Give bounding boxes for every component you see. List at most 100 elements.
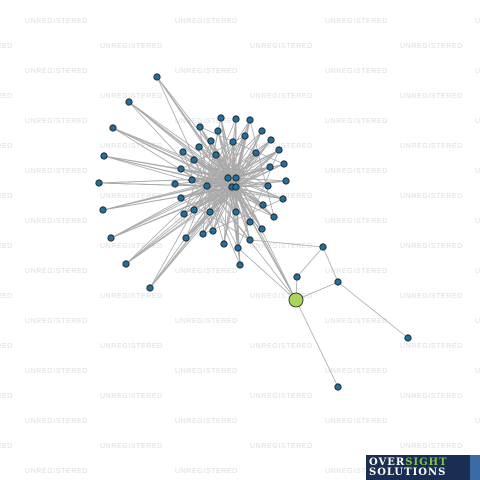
graph-node[interactable]	[214, 127, 222, 135]
graph-edge	[128, 101, 237, 188]
graph-node[interactable]	[122, 260, 130, 268]
graph-node[interactable]	[270, 213, 278, 221]
graph-edge	[125, 185, 208, 265]
graph-node[interactable]	[267, 136, 275, 144]
graph-node[interactable]	[234, 244, 242, 252]
watermark-text: UNREGISTERED	[175, 318, 238, 325]
graph-node[interactable]	[232, 174, 240, 182]
watermark-text: UNREGISTERED	[325, 368, 388, 375]
graph-edge	[156, 76, 208, 187]
graph-node[interactable]	[125, 98, 133, 106]
graph-node[interactable]	[241, 132, 249, 140]
watermark-text: UNREGISTERED	[175, 118, 238, 125]
graph-node[interactable]	[232, 208, 240, 216]
logo-over: OVER	[369, 456, 406, 468]
graph-node[interactable]	[246, 218, 254, 226]
graph-node[interactable]	[153, 73, 161, 81]
graph-node[interactable]	[275, 146, 283, 154]
watermark-text: UNREGISTERED	[0, 343, 13, 350]
graph-node[interactable]	[258, 225, 266, 233]
graph-node[interactable]	[246, 236, 254, 244]
graph-node[interactable]	[109, 124, 117, 132]
graph-edge	[206, 149, 280, 187]
graph-node[interactable]	[264, 182, 272, 190]
watermark-text: UNREGISTERED	[475, 118, 480, 125]
graph-edge	[231, 186, 297, 301]
graph-edge	[206, 130, 263, 187]
graph-node[interactable]	[334, 383, 342, 391]
graph-node[interactable]	[199, 230, 207, 238]
watermark-text: UNREGISTERED	[175, 418, 238, 425]
graph-node[interactable]	[146, 284, 154, 292]
graph-node[interactable]	[207, 137, 215, 145]
graph-node[interactable]	[334, 278, 342, 286]
watermark-text: UNREGISTERED	[400, 43, 463, 50]
graph-edge	[235, 149, 280, 188]
graph-edge	[98, 177, 237, 184]
graph-node[interactable]	[100, 152, 108, 160]
graph-node[interactable]	[180, 210, 188, 218]
graph-node[interactable]	[217, 114, 225, 122]
focus-node[interactable]	[288, 292, 304, 308]
graph-edge	[295, 299, 339, 388]
graph-edge	[125, 177, 237, 265]
graph-node[interactable]	[203, 182, 211, 190]
graph-node[interactable]	[182, 234, 190, 242]
graph-node[interactable]	[190, 156, 198, 164]
graph-node[interactable]	[282, 177, 290, 185]
graph-node[interactable]	[206, 208, 214, 216]
graph-node[interactable]	[99, 206, 107, 214]
watermark-text: UNREGISTERED	[400, 243, 463, 250]
watermark-text: UNREGISTERED	[250, 93, 313, 100]
watermark-text: UNREGISTERED	[250, 443, 313, 450]
graph-node[interactable]	[279, 195, 287, 203]
graph-node[interactable]	[236, 261, 244, 269]
watermark-text: UNREGISTERED	[475, 318, 480, 325]
watermark-text: UNREGISTERED	[250, 243, 313, 250]
watermark-text: UNREGISTERED	[400, 143, 463, 150]
graph-node[interactable]	[171, 180, 179, 188]
graph-node[interactable]	[319, 243, 327, 251]
graph-node[interactable]	[258, 127, 266, 135]
graph-node[interactable]	[177, 165, 185, 173]
watermark-text: UNREGISTERED	[175, 68, 238, 75]
logo-sight: SIGHT	[405, 456, 448, 468]
oversight-solutions-logo: OVERSIGHT SOLUTIONS	[366, 455, 480, 480]
graph-node[interactable]	[293, 273, 301, 281]
watermark-text: UNREGISTERED	[100, 193, 163, 200]
graph-node[interactable]	[95, 179, 103, 187]
graph-node[interactable]	[259, 201, 267, 209]
graph-node[interactable]	[246, 116, 254, 124]
graph-node[interactable]	[266, 163, 274, 171]
graph-node[interactable]	[190, 206, 198, 214]
graph-edge	[237, 247, 297, 301]
watermark-text: UNREGISTERED	[0, 143, 13, 150]
watermark-text: UNREGISTERED	[325, 118, 388, 125]
graph-edge	[128, 101, 208, 187]
graph-node[interactable]	[107, 234, 115, 242]
watermark-text: UNREGISTERED	[325, 418, 388, 425]
graph-node[interactable]	[195, 143, 203, 151]
graph-node[interactable]	[232, 183, 240, 191]
graph-node[interactable]	[220, 240, 228, 248]
graph-edge	[296, 246, 324, 278]
graph-node[interactable]	[232, 115, 240, 123]
watermark-text: UNREGISTERED	[0, 293, 13, 300]
watermark-text: UNREGISTERED	[400, 443, 463, 450]
graph-edge	[112, 127, 237, 179]
graph-node[interactable]	[212, 151, 220, 159]
graph-node[interactable]	[179, 148, 187, 156]
graph-node[interactable]	[404, 334, 412, 342]
graph-node[interactable]	[196, 123, 204, 131]
watermark-text: UNREGISTERED	[0, 193, 13, 200]
graph-node[interactable]	[229, 138, 237, 146]
graph-node[interactable]	[209, 227, 217, 235]
graph-node[interactable]	[177, 194, 185, 202]
graph-node[interactable]	[280, 160, 288, 168]
graph-node[interactable]	[224, 174, 232, 182]
graph-edge	[235, 177, 297, 301]
watermark-text: UNREGISTERED	[475, 418, 480, 425]
graph-node[interactable]	[188, 176, 196, 184]
graph-edge	[149, 185, 208, 289]
graph-node[interactable]	[252, 149, 260, 157]
